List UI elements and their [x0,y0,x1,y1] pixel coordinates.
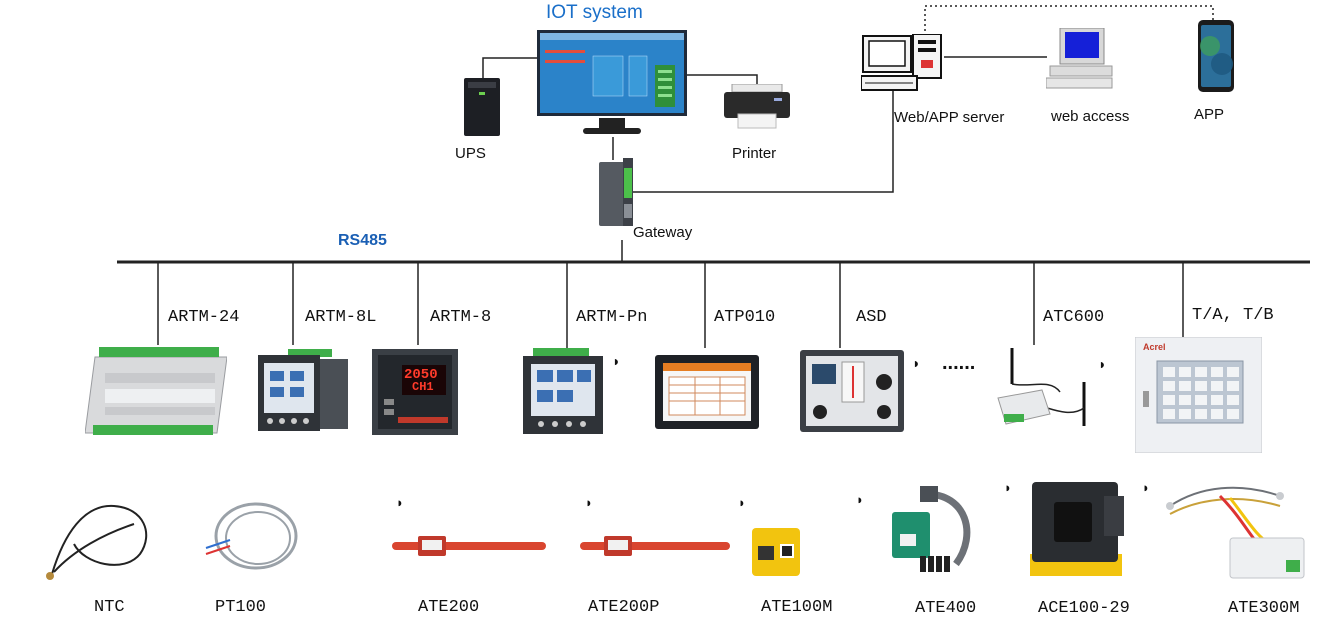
sensor-label-ace100-29: ACE100-29 [1038,599,1130,618]
sensor-label-ate200: ATE200 [418,598,480,617]
monitor-icon [537,30,687,138]
rs485-label: RS485 [338,232,387,249]
wireless-signal-icon: ◗ [912,355,921,371]
server-label: Web/APP server [894,109,1005,126]
device-label-artm-24: ARTM-24 [168,308,240,327]
atp010-touchscreen-image [655,355,759,429]
server-computer-icon [860,33,945,94]
asd-controller-image [800,350,904,432]
sensor-label-ntc: NTC [94,598,125,617]
pt100-sensor-image [200,498,300,578]
ups-label: UPS [455,145,486,162]
ellipsis-more-devices: ...... [942,352,976,374]
sensor-label-ate100m: ATE100M [761,598,833,617]
device-label-atc600: ATC600 [1043,308,1105,327]
gateway-label: Gateway [633,224,693,241]
web-access-label: web access [1051,108,1130,125]
device-label-asd: ASD [856,308,887,327]
artm-8l-device-image [258,349,350,433]
web-access-pc-icon [1045,27,1116,90]
printer-label: Printer [732,145,777,162]
device-label-artm-8l: ARTM-8L [305,308,377,327]
ups-icon [462,78,502,138]
wireless-signal-icon: ◗ [856,492,864,507]
artm-8-display-value: 2050 [404,367,438,383]
artm-8-device-image: 2050 CH1 [372,349,458,435]
ntc-sensor-image [44,494,158,584]
sensor-label-ate400: ATE400 [915,599,977,618]
smartphone-icon [1198,20,1236,94]
artm-24-module-image [84,345,228,437]
ate200-strap-sensor-image [392,532,546,562]
ate200p-strap-sensor-image [580,532,730,562]
ta-tb-display-cabinet-image: Acrel [1134,336,1263,454]
device-label-atp010: ATP010 [714,308,776,327]
wireless-signal-icon: ◗ [1098,356,1107,372]
printer-icon [724,83,790,130]
iot-system-title: IOT system [546,2,643,23]
device-label-artm-8: ARTM-8 [430,308,492,327]
ate100m-sensor-image [752,528,802,578]
wireless-signal-icon: ◗ [1004,480,1012,495]
wireless-signal-icon: ◗ [1142,480,1150,495]
sensor-label-ate300m: ATE300M [1228,599,1300,618]
ate400-clamp-sensor-image [886,484,978,580]
wireless-signal-icon: ◗ [612,353,621,369]
wireless-signal-icon: ◗ [738,495,746,510]
sensor-label-pt100: PT100 [215,598,267,617]
wireless-signal-icon: ◗ [396,495,404,510]
device-label-artm-pn: ARTM-Pn [576,308,648,327]
app-label: APP [1194,106,1225,123]
gateway-icon [599,158,635,228]
ace100-29-ct-sensor-image [1024,480,1128,580]
device-label-ta-tb: T/A, T/B [1192,306,1274,325]
artm-8-display-channel: CH1 [412,380,434,394]
acrel-logo: Acrel [1143,342,1166,352]
wireless-signal-icon: ◗ [585,495,593,510]
artm-pn-device-image [523,348,607,436]
atc600-wireless-module-image [990,348,1094,434]
ate300m-sensor-image [1160,476,1310,586]
sensor-label-ate200p: ATE200P [588,598,660,617]
